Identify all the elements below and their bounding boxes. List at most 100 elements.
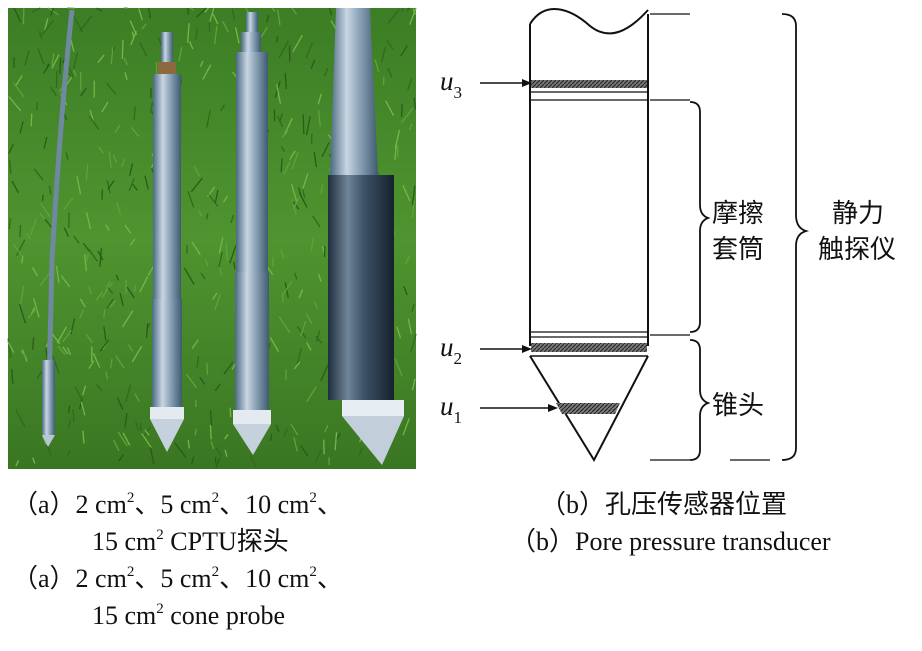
grass-blade xyxy=(278,316,291,334)
grass-blade xyxy=(68,405,71,414)
grass-blade xyxy=(134,393,140,403)
grass-blade xyxy=(106,82,117,95)
grass-blade xyxy=(11,180,19,194)
grass-blade xyxy=(293,361,301,370)
grass-blade xyxy=(209,424,212,440)
grass-blade xyxy=(290,423,299,436)
grass-blade xyxy=(124,224,132,234)
grass-blade xyxy=(191,241,201,256)
grass-blade xyxy=(12,82,25,98)
grass-blade xyxy=(141,23,147,30)
grass-blade xyxy=(387,67,393,78)
grass-blade xyxy=(115,355,125,369)
grass-blade xyxy=(413,97,416,110)
grass-blade xyxy=(183,267,195,285)
grass-blade xyxy=(269,433,273,442)
label-u1: u1 xyxy=(440,391,462,427)
grass-blade xyxy=(199,60,204,67)
grass-blade xyxy=(130,126,140,137)
grass-blade xyxy=(99,339,110,352)
grass-blade xyxy=(318,109,321,127)
grass-blade xyxy=(394,358,403,377)
grass-blade xyxy=(82,430,85,444)
label-u3: u3 xyxy=(440,66,462,102)
grass-blade xyxy=(407,78,413,91)
grass-blade xyxy=(44,218,53,229)
grass-blade xyxy=(224,449,228,457)
grass-blade xyxy=(144,429,150,436)
caption-a-cn-line2: 15 cm2 CPTU探头 xyxy=(92,527,289,556)
grass-blade xyxy=(99,248,103,267)
grass-blade xyxy=(194,428,197,436)
grass-blade xyxy=(310,237,314,252)
grass-blade xyxy=(190,177,203,193)
grass-blade xyxy=(139,41,148,57)
grass-blade xyxy=(199,376,206,385)
grass-blade xyxy=(39,271,52,287)
grass-blade xyxy=(96,7,103,12)
grass-blade xyxy=(105,371,109,380)
grass-blade xyxy=(281,130,288,138)
grass-blade xyxy=(103,309,106,318)
grass-blade xyxy=(314,301,319,310)
grass-blade xyxy=(149,447,155,465)
grass-blade xyxy=(50,7,55,16)
filter-band-u2 xyxy=(531,343,647,352)
grass-blade xyxy=(402,418,410,436)
grass-blade xyxy=(225,242,228,261)
grass-blade xyxy=(21,255,24,264)
grass-blade xyxy=(229,407,232,418)
grass-blade xyxy=(411,185,416,205)
grass-blade xyxy=(98,146,104,154)
grass-blade xyxy=(30,113,33,127)
grass-blade xyxy=(92,353,101,368)
caption-b-cn: （b）孔压传感器位置 xyxy=(540,490,788,519)
grass-blade xyxy=(408,123,413,131)
grass-blade xyxy=(193,165,201,177)
grass-blade xyxy=(271,7,276,12)
grass-blade xyxy=(323,68,329,77)
grass-blade xyxy=(129,163,134,176)
grass-blade xyxy=(51,54,60,69)
grass-blade xyxy=(211,292,218,300)
grass-blade xyxy=(394,144,397,160)
grass-blade xyxy=(139,423,142,432)
grass-blade xyxy=(15,239,26,256)
grass-blade xyxy=(86,212,91,230)
grass-blade xyxy=(123,57,129,66)
grass-blade xyxy=(278,40,289,59)
grass-blade xyxy=(222,195,229,203)
grass-blade xyxy=(149,102,154,114)
grass-blade xyxy=(43,136,48,149)
grass-blade xyxy=(104,281,111,295)
grass-blade xyxy=(9,159,12,174)
brace-cone xyxy=(689,339,711,461)
grass-blade xyxy=(122,432,131,446)
label-sleeve-1: 摩擦 xyxy=(712,199,764,229)
grass-blade xyxy=(36,370,43,379)
label-cone: 锥头 xyxy=(712,391,764,421)
grass-blade xyxy=(106,298,114,309)
grass-blade xyxy=(233,261,236,270)
grass-blade xyxy=(33,168,44,181)
grass-blade xyxy=(234,27,240,44)
grass-blade xyxy=(25,232,32,240)
grass-blade xyxy=(109,358,113,369)
grass-blade xyxy=(411,200,416,219)
grass-blade xyxy=(63,227,70,237)
grass-blade xyxy=(280,158,283,172)
grass-blade xyxy=(185,373,197,389)
grass-blade xyxy=(118,454,125,462)
grass-blade xyxy=(317,93,322,105)
grass-blade xyxy=(214,189,219,203)
grass-blade xyxy=(385,100,395,117)
probe-5cm2 xyxy=(150,32,184,452)
grass-blade xyxy=(292,201,300,210)
grass-blade xyxy=(135,421,140,431)
grass-blade xyxy=(96,383,103,392)
grass-blade xyxy=(80,401,86,416)
grass-blade xyxy=(187,191,195,208)
grass-blade xyxy=(410,333,417,353)
grass-blade xyxy=(215,458,221,469)
grass-blade xyxy=(121,39,124,59)
